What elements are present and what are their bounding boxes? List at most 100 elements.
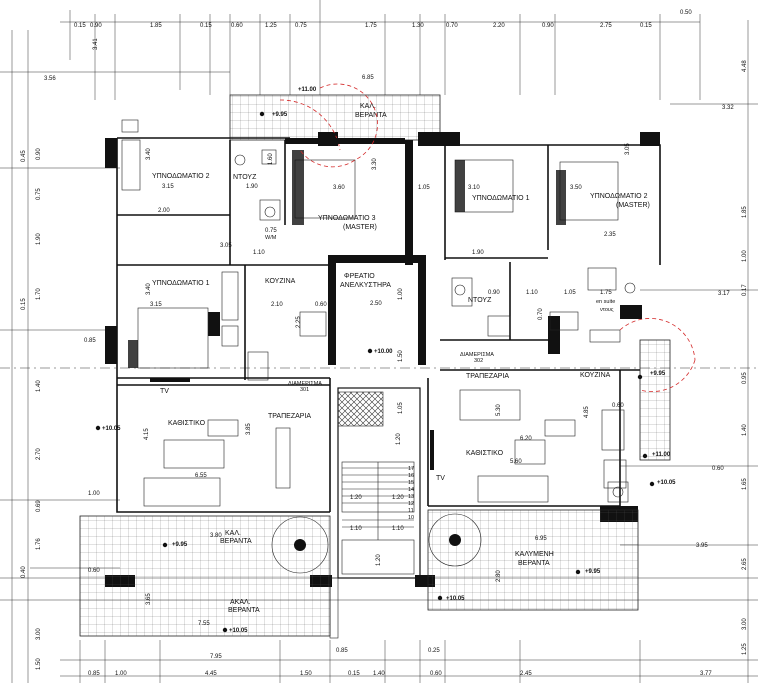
dim-label: 1.76	[36, 538, 42, 550]
room-label: ΒΕΡΑΝΤΑ	[220, 538, 252, 545]
dim-label: 1.20	[350, 495, 362, 501]
dim-label: 0.15	[21, 298, 27, 310]
room-label: 302	[474, 358, 483, 364]
top-dimension-labels: 0.15 0.90 1.85 0.15 0.60 1.25 0.75 1.75 …	[74, 10, 692, 29]
room-label: ΥΠΝΟΔΩΜΑΤΙΟ 3	[318, 215, 376, 222]
dim-label: 0.60	[88, 568, 100, 574]
dim-label: 2.75	[600, 23, 612, 29]
stair-step-number: 14	[408, 487, 414, 493]
dim-label: 0.85	[84, 338, 96, 344]
dim-label: 0.50	[680, 10, 692, 16]
room-label: ΤΡΑΠΕΖΑΡΙΑ	[466, 373, 509, 380]
shower	[261, 149, 277, 165]
dim-label: 6.95	[535, 536, 547, 542]
toilet-icon	[234, 154, 246, 166]
bottom-dimension-labels: 0.85 1.00 4.45 1.50 0.15 1.40 0.60 2.45 …	[88, 671, 712, 677]
dim-label: 0.60	[231, 23, 243, 29]
dim-label: 3.85	[246, 423, 252, 435]
room-label: ΑΚΑΛ.	[230, 599, 251, 606]
dim-label: 1.05	[418, 185, 430, 191]
dim-label: 1.60	[268, 153, 274, 165]
room-label: ΚΟΥΖΙΝΑ	[580, 372, 611, 379]
dim-label: 3.00	[742, 618, 748, 630]
dim-label: 2.20	[493, 23, 505, 29]
room-label: (MASTER)	[343, 224, 377, 231]
dim-label: 2.70	[36, 448, 42, 460]
dim-label: 0.70	[446, 23, 458, 29]
dim-label: 1.40	[742, 424, 748, 436]
room-label: ΥΠΝΟΔΩΜΑΤΙΟ 1	[152, 280, 210, 287]
dim-label: 6.85	[362, 75, 374, 81]
dim-label: 4.85	[584, 406, 590, 418]
spiral-stair	[428, 513, 482, 567]
left-apartment-walls	[105, 137, 426, 587]
right-furniture	[430, 159, 636, 503]
dim-label: 1.70	[36, 288, 42, 300]
wardrobe	[121, 139, 141, 191]
level-point-icon	[575, 569, 581, 575]
dim-label: 3.56	[44, 76, 56, 82]
dim-label: 3.80	[210, 533, 222, 539]
dim-label: 0.70	[538, 308, 544, 320]
dim-label: 1.40	[373, 671, 385, 677]
room-label: ΒΕΡΑΝΤΑ	[355, 112, 387, 119]
dim-label: 0.60	[315, 302, 327, 308]
top-veranda: ΚΑΛ. ΒΕΡΑΝΤΑ +11.00 +9.95	[229, 87, 441, 151]
dim-label: 2.50	[370, 301, 382, 307]
room-label: ΒΕΡΑΝΤΑ	[518, 560, 550, 567]
dim-label: 1.20	[392, 495, 404, 501]
room-label: en suite	[596, 299, 615, 305]
room-label: ΔΙΑΜΕΡΙΣΜΑ	[288, 381, 322, 387]
stair-step-number: 10	[408, 515, 414, 521]
dim-label: 1.20	[376, 554, 382, 566]
dim-label: 0.90	[542, 23, 554, 29]
dim-label: 0.75	[265, 228, 277, 234]
room-label: ΤΡΑΠΕΖΑΡΙΑ	[268, 413, 311, 420]
stair-step-number: 15	[408, 480, 414, 486]
dim-label: 1.30	[412, 23, 424, 29]
left-apartment-labels: ΥΠΝΟΔΩΜΑΤΙΟ 2 ΝΤΟΥΖ ΥΠΝΟΔΩΜΑΤΙΟ 3 (MASTE…	[44, 75, 404, 427]
room-label: ΚΟΥΖΙΝΑ	[265, 278, 296, 285]
stair-core: 17 16 15 14 13 12 11 10 1.20 1.20 1.20 1…	[329, 348, 440, 654]
kitchen-counter	[221, 271, 239, 321]
door-swing-arc	[619, 318, 696, 361]
bed	[137, 307, 209, 369]
shaft-hatch	[337, 391, 384, 427]
left-furniture	[121, 119, 356, 507]
level-point-icon	[649, 481, 655, 487]
dim-label: 0.90	[488, 290, 500, 296]
room-label: ΝΤΟΥΖ	[233, 174, 257, 181]
dim-label: 0.60	[430, 671, 442, 677]
room-label: ντους	[600, 307, 614, 313]
right-veranda: ΚΑΛΥΜΕΝΗ ΒΕΡΑΝΤΑ +9.95 +10.05 6.95 2.80	[427, 509, 639, 611]
dim-label: 3.05	[220, 243, 232, 249]
level-point-icon	[259, 111, 265, 117]
dim-label: 0.75	[295, 23, 307, 29]
dim-label: 1.00	[398, 288, 404, 300]
level-point-icon	[642, 453, 648, 459]
toilet-icon	[454, 284, 466, 296]
door-swing-arc	[279, 99, 341, 151]
dim-label: 3.15	[162, 184, 174, 190]
dim-label: 3.10	[468, 185, 480, 191]
dim-label: 3.40	[146, 283, 152, 295]
left-veranda: ΚΑΛ. ΒΕΡΑΝΤΑ ΑΚΑΛ. ΒΕΡΑΝΤΑ +9.95 +10.05 …	[79, 423, 331, 660]
dim-label: 3.30	[372, 158, 378, 170]
level-point-icon	[222, 627, 228, 633]
dim-label: 1.00	[88, 491, 100, 497]
room-label: 301	[300, 387, 309, 393]
dim-label: 2.25	[296, 316, 302, 328]
dim-label: 1.90	[472, 250, 484, 256]
stair-step-number: 12	[408, 501, 414, 507]
level-mark: +9.95	[585, 569, 601, 575]
dim-label: 3.77	[700, 671, 712, 677]
dim-label: 3.41	[93, 38, 99, 50]
dim-label: 5.30	[496, 404, 502, 416]
dim-label: 0.45	[21, 150, 27, 162]
room-label: ΒΕΡΑΝΤΑ	[228, 607, 260, 614]
dim-label: 0.15	[348, 671, 360, 677]
stair-step-number: 11	[408, 508, 414, 514]
dim-label: 1.10	[253, 250, 265, 256]
dim-label: 2.35	[604, 232, 616, 238]
dim-label: 2.65	[742, 558, 748, 570]
